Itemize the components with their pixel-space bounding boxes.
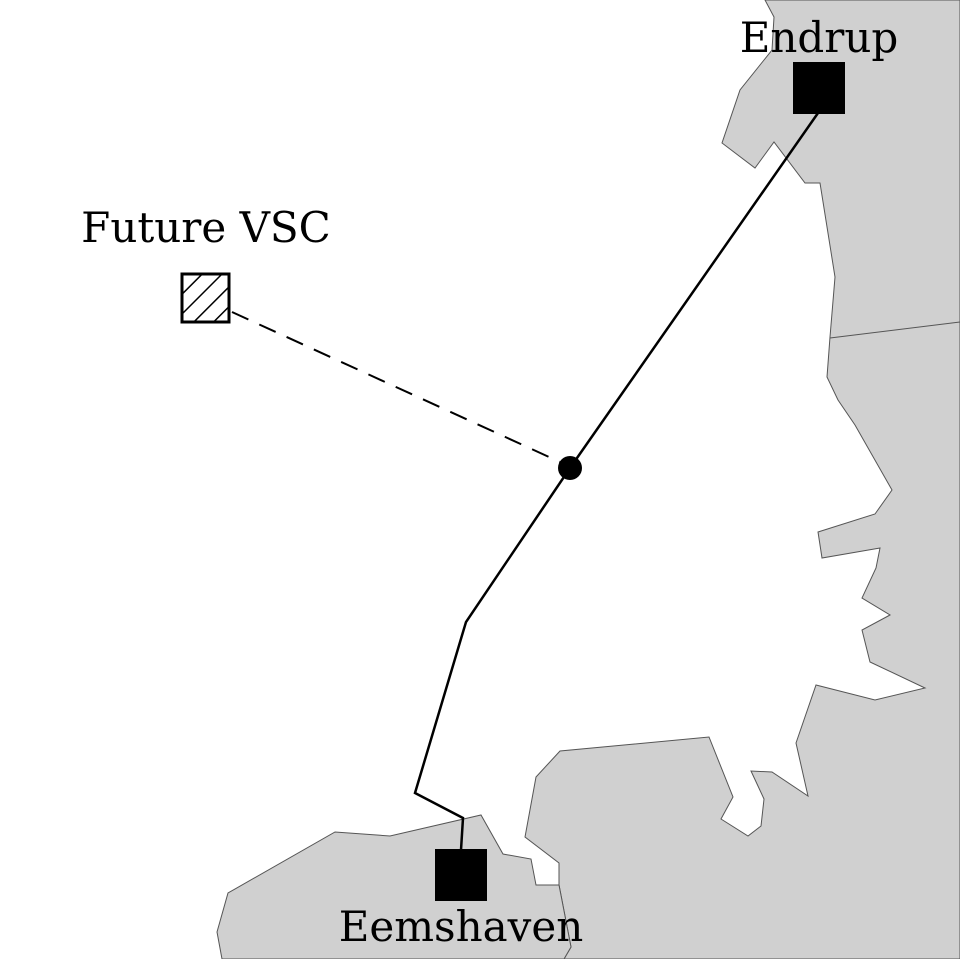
cable-route: [413, 112, 820, 851]
border-line: [829, 321, 960, 339]
eemshaven-label: Eemshaven: [339, 902, 584, 951]
junction-node: [558, 456, 582, 480]
eemshaven-station-marker: [435, 849, 487, 901]
future-cable-dashed: [231, 311, 561, 463]
future-vsc-label: Future VSC: [81, 203, 331, 252]
endrup-station-marker: [793, 62, 845, 114]
future-vsc-marker: [180, 272, 231, 324]
endrup-label: Endrup: [740, 13, 899, 62]
land-denmark-germany: [524, 0, 960, 959]
